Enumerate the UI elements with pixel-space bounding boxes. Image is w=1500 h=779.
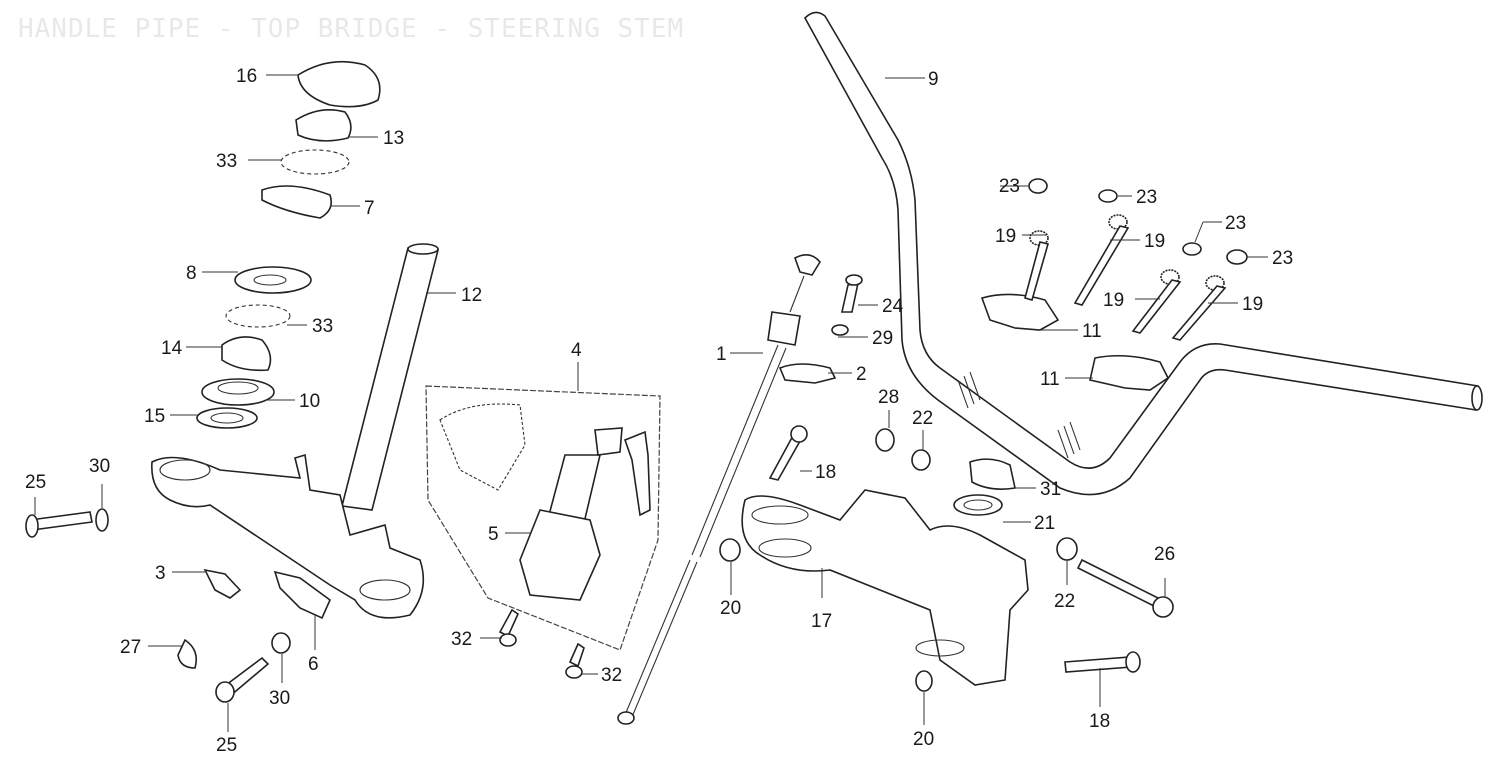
callout-24: 24 (882, 296, 904, 317)
callout-18: 18 (815, 462, 836, 483)
callout-13: 13 (383, 128, 404, 149)
callout-22: 22 (1054, 591, 1075, 612)
callout-14: 14 (161, 338, 183, 359)
callout-32: 32 (601, 665, 622, 686)
callout-29: 29 (872, 328, 893, 349)
callout-25: 25 (216, 735, 237, 756)
callout-16: 16 (236, 66, 257, 87)
callout-27: 27 (120, 637, 141, 658)
callout-19: 19 (995, 226, 1016, 247)
steering-bearing-parts (196, 60, 381, 429)
top-bridge (741, 489, 1029, 686)
leader-lines (34, 74, 1268, 732)
callout-20: 20 (913, 729, 934, 750)
callout-26: 26 (1154, 544, 1175, 565)
callout-labels: 16 13 33 7 8 33 12 14 10 15 25 30 3 27 6… (25, 66, 1293, 756)
callout-9: 9 (928, 69, 939, 90)
callout-7: 7 (364, 198, 375, 219)
callout-4: 4 (571, 340, 582, 361)
callout-11: 11 (1082, 321, 1102, 342)
choke-cable (617, 254, 821, 725)
callout-15: 15 (144, 406, 165, 427)
small-parts-right (719, 274, 1174, 692)
callout-31: 31 (1040, 479, 1061, 500)
diagram-title: HANDLE PIPE - TOP BRIDGE - STEERING STEM (18, 14, 685, 44)
callout-23: 23 (999, 176, 1020, 197)
callout-23: 23 (1272, 248, 1293, 269)
callout-23: 23 (1225, 213, 1246, 234)
callout-25: 25 (25, 472, 46, 493)
callout-18: 18 (1089, 711, 1110, 732)
handle-pipe (804, 11, 1483, 496)
callout-19: 19 (1242, 294, 1263, 315)
steering-stem (341, 243, 440, 511)
callout-2: 2 (856, 364, 867, 385)
callout-10: 10 (299, 391, 320, 412)
callout-33: 33 (312, 316, 333, 337)
callout-30: 30 (89, 456, 110, 477)
callout-28: 28 (878, 387, 899, 408)
callout-33: 33 (216, 151, 237, 172)
callout-6: 6 (308, 654, 319, 675)
callout-32: 32 (451, 629, 472, 650)
callout-21: 21 (1034, 513, 1055, 534)
callout-17: 17 (811, 611, 832, 632)
callout-8: 8 (186, 263, 197, 284)
bottom-bridge (151, 453, 425, 620)
callout-19: 19 (1103, 290, 1124, 311)
callout-19: 19 (1144, 231, 1165, 252)
callout-30: 30 (269, 688, 290, 709)
callout-1: 1 (716, 344, 727, 365)
callout-20: 20 (720, 598, 741, 619)
callout-11: 11 (1040, 369, 1060, 390)
callout-12: 12 (461, 285, 482, 306)
callout-3: 3 (155, 563, 166, 584)
callout-22: 22 (912, 408, 933, 429)
callout-23: 23 (1136, 187, 1157, 208)
callout-5: 5 (488, 524, 499, 545)
handlebar-holders (980, 178, 1248, 391)
ignition-switch-set (425, 385, 661, 679)
small-parts-left (25, 508, 291, 703)
